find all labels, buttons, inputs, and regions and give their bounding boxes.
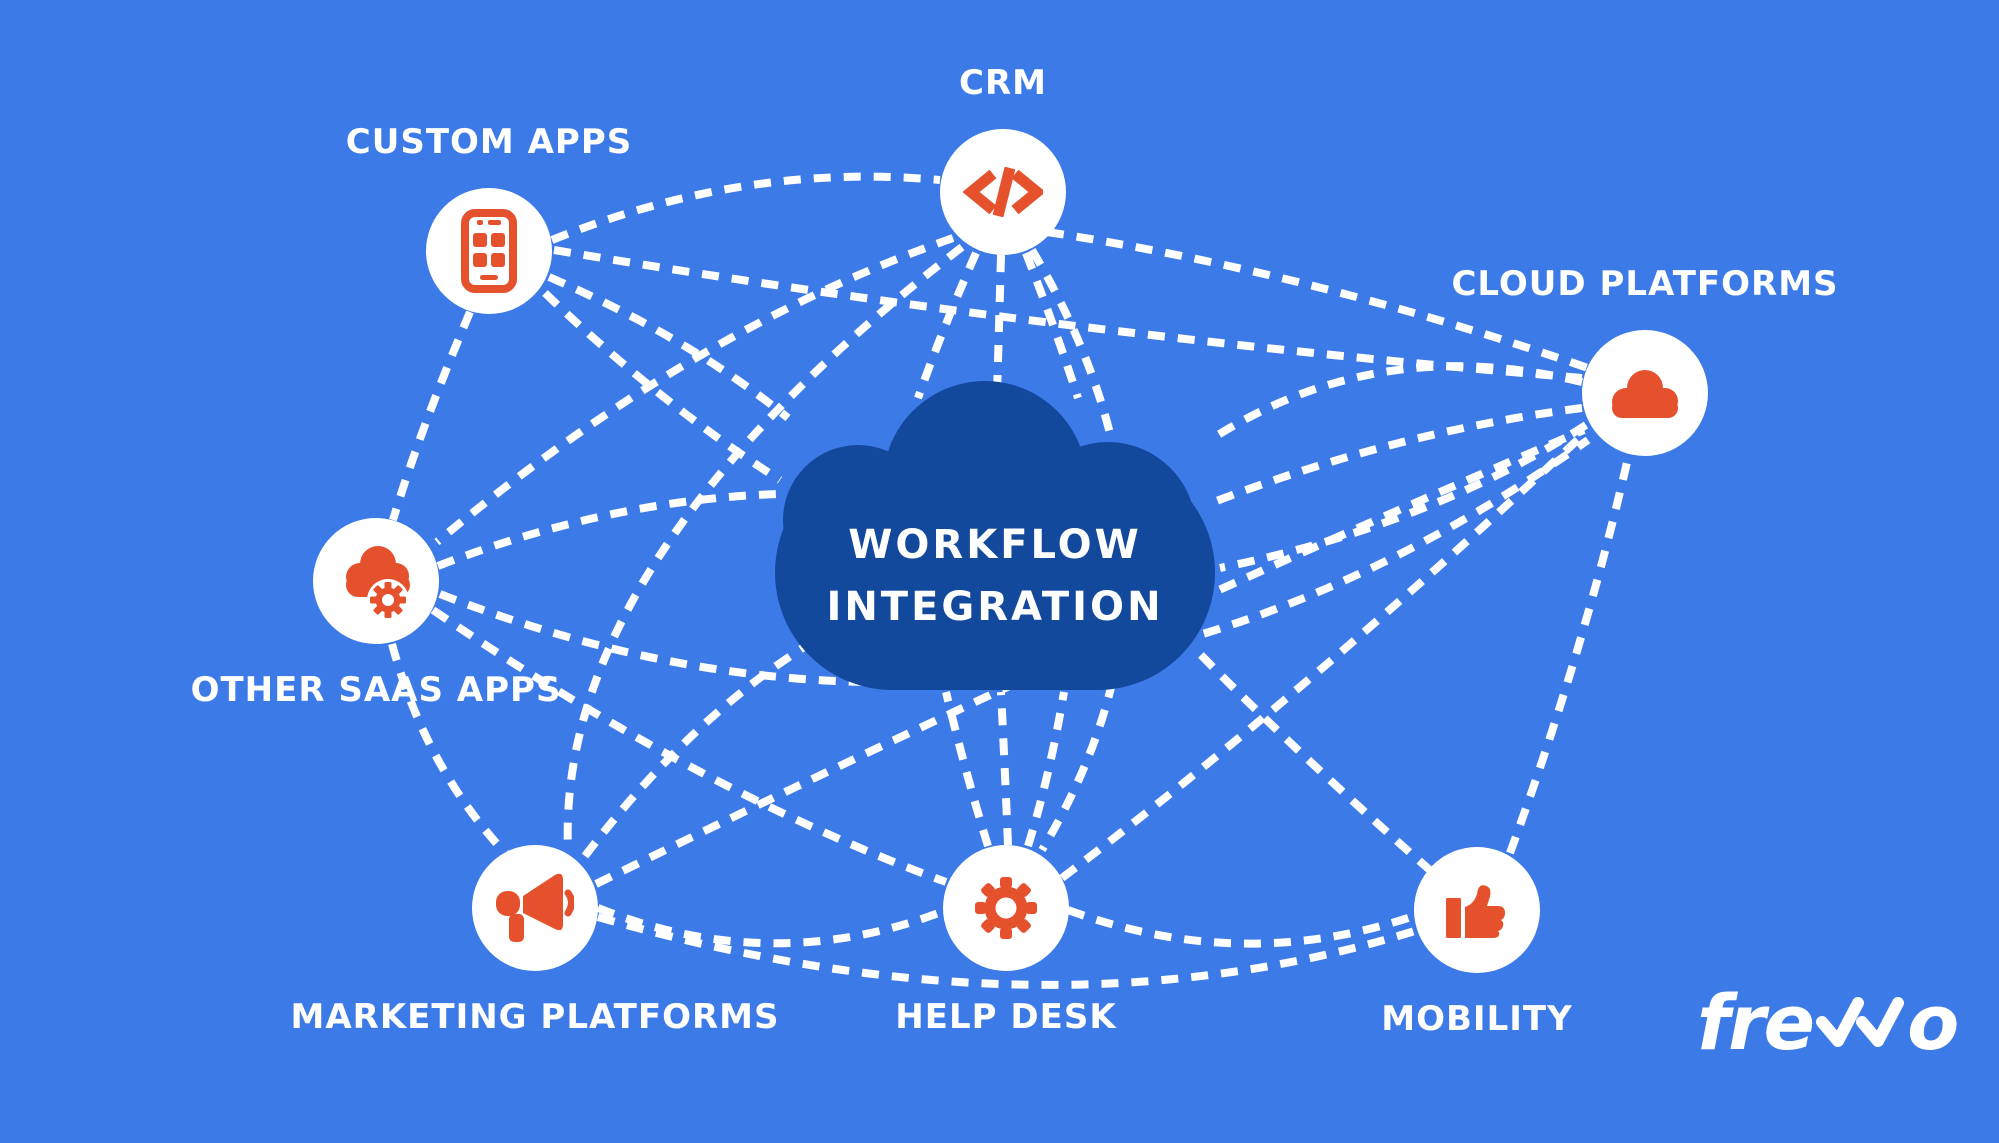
node-label-marketing-platforms: MARKETING PLATFORMS: [290, 997, 780, 1037]
connection-line: [430, 606, 948, 886]
connection-line: [596, 904, 946, 948]
frevvo-logo: fre o: [1697, 978, 1959, 1067]
node-marketing-platforms: MARKETING PLATFORMS: [290, 845, 779, 1037]
center-cloud-title: WORKFLOW INTEGRATION: [775, 462, 1215, 690]
connection-line: [563, 243, 965, 851]
node-circle-marketing-platforms: [472, 845, 598, 971]
connection-line: [434, 234, 955, 546]
node-label-custom-apps: CUSTOM APPS: [345, 122, 633, 162]
smartphone-icon: [461, 209, 517, 293]
node-label-crm: CRM: [959, 63, 1047, 103]
node-help-desk: HELP DESK: [895, 845, 1116, 1037]
connection-line: [581, 638, 815, 859]
connection-line: [1028, 247, 1131, 853]
node-label-other-saas-apps: OTHER SAAS APPS: [190, 670, 562, 710]
code-icon: [963, 167, 1043, 217]
node-label-mobility: MOBILITY: [1381, 999, 1573, 1039]
logo-text-prefix: fre: [1697, 978, 1815, 1067]
connection-line: [1195, 649, 1435, 876]
cloud-gear-icon: [346, 546, 410, 619]
node-crm: CRM: [940, 63, 1066, 255]
node-label-help-desk: HELP DESK: [895, 997, 1117, 1037]
cloud-icon: [1612, 370, 1678, 418]
connection-line: [1046, 228, 1590, 372]
node-circle-other-saas-apps: [313, 518, 439, 644]
node-label-cloud-platforms: CLOUD PLATFORMS: [1451, 264, 1839, 304]
connection-line: [993, 254, 1005, 396]
title-line-1: WORKFLOW: [848, 522, 1142, 568]
node-circle-custom-apps: [426, 188, 552, 314]
connection-line: [547, 273, 791, 422]
node-circle-cloud-platforms: [1582, 330, 1708, 456]
connection-line: [1506, 457, 1632, 855]
thumbs-up-icon: [1446, 885, 1505, 938]
center-cloud-shape: [775, 455, 1215, 690]
node-cloud-platforms: CLOUD PLATFORMS: [1451, 264, 1838, 456]
connection-line: [436, 490, 779, 570]
connection-line: [1059, 429, 1589, 882]
node-other-saas-apps: OTHER SAAS APPS: [191, 518, 560, 710]
connection-line: [389, 310, 474, 522]
node-mobility: MOBILITY: [1381, 847, 1572, 1039]
megaphone-icon: [496, 873, 574, 942]
connection-line: [596, 913, 1420, 989]
connection-line: [1212, 404, 1583, 506]
node-circle-mobility: [1414, 847, 1540, 973]
connection-line: [942, 691, 992, 848]
connection-line: [1024, 691, 1068, 848]
connection-line: [550, 172, 941, 244]
node-circle-crm: [940, 129, 1066, 255]
logo-text-suffix: o: [1907, 978, 1959, 1067]
connection-line: [542, 290, 783, 484]
connection-line: [1219, 421, 1589, 572]
logo-check-icon: [1816, 997, 1905, 1047]
connection-line: [1066, 906, 1416, 948]
gear-icon: [975, 877, 1037, 939]
connection-line: [997, 691, 1012, 846]
node-circle-help-desk: [943, 845, 1069, 971]
title-line-2: INTEGRATION: [826, 584, 1164, 630]
connection-line: [1207, 362, 1583, 444]
node-custom-apps: CUSTOM APPS: [346, 122, 631, 314]
connection-line: [388, 642, 512, 860]
connection-line: [438, 436, 1591, 686]
